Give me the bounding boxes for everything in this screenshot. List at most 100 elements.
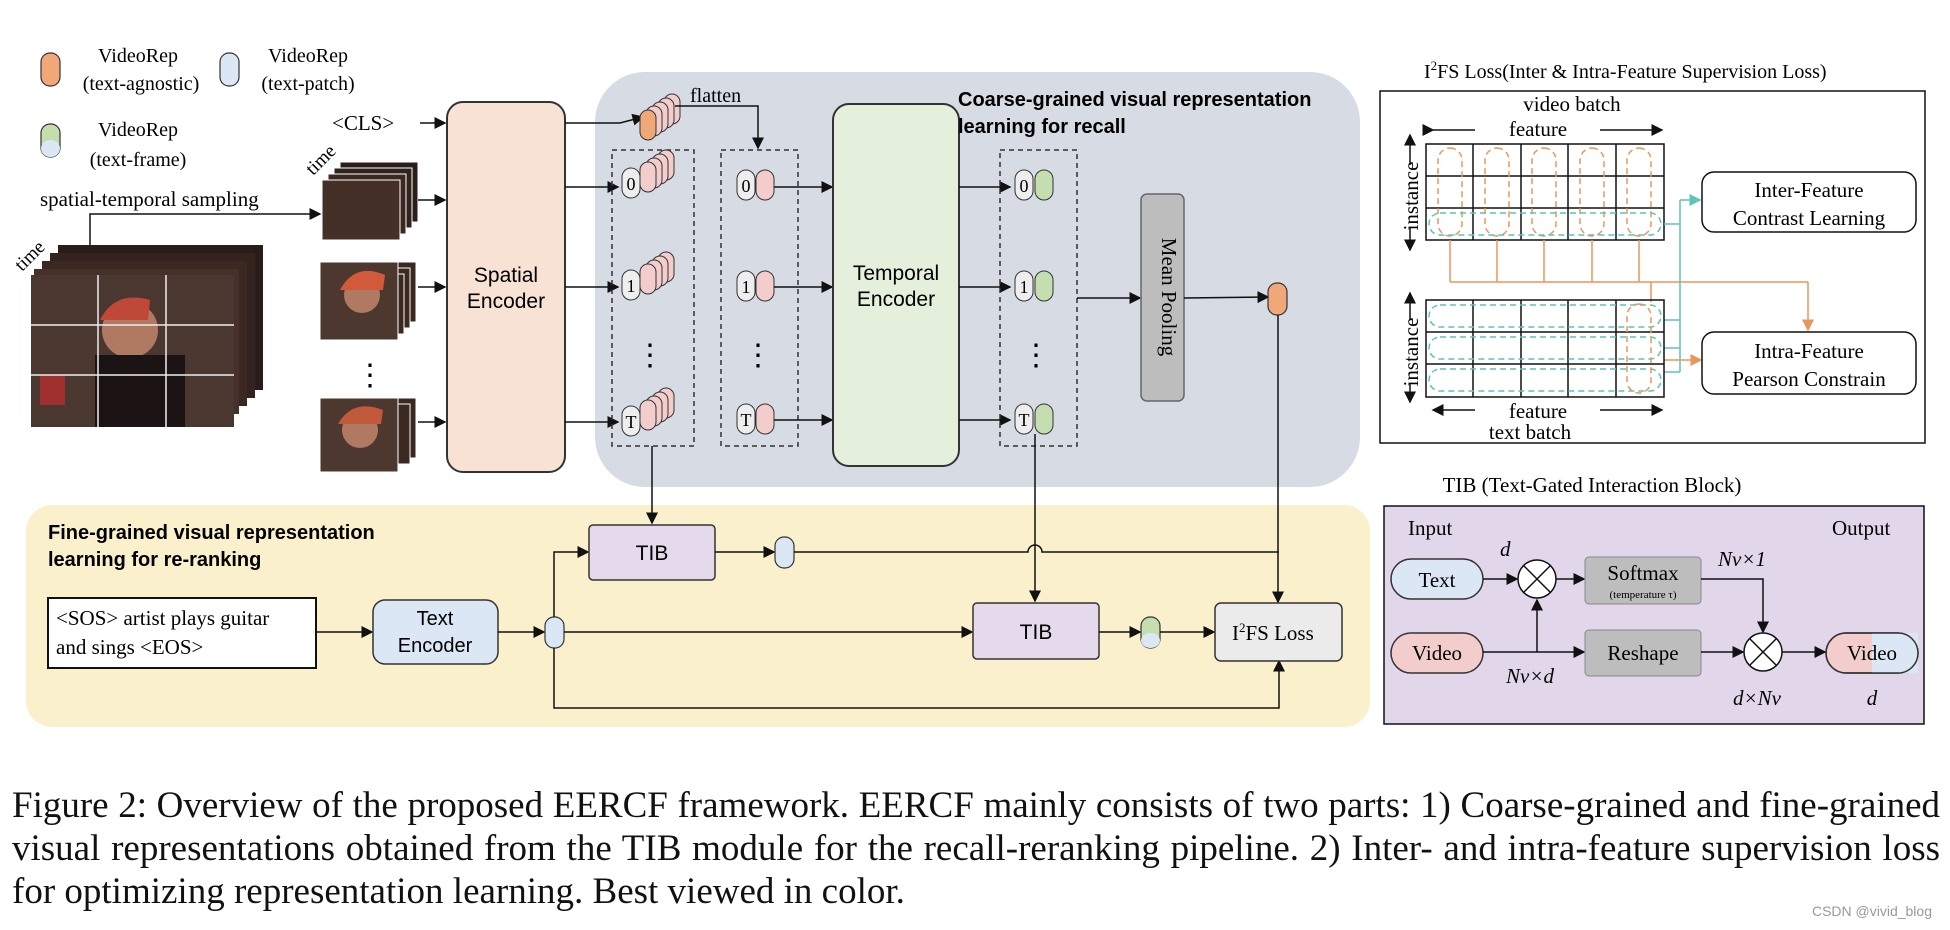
feature-label-top: feature: [1509, 117, 1567, 141]
coarse-region-title-line1: Coarse-grained visual representation: [958, 89, 1311, 111]
svg-text:⋮: ⋮: [743, 339, 773, 372]
tib-nvd-label: Nv×d: [1505, 664, 1554, 688]
patch-token-group: [611, 149, 695, 447]
instance-label-bottom: instance: [1399, 318, 1423, 387]
input-video-frames: [31, 245, 263, 427]
tib-video-input-label: Video: [1412, 641, 1462, 665]
svg-text:T: T: [741, 410, 752, 430]
sampled-frame-stack-1: [321, 161, 419, 241]
frame-pair-1: 1: [736, 270, 775, 302]
tib-label-1: TIB: [636, 542, 669, 565]
tib-d-out-label: d: [1867, 686, 1878, 710]
flatten-label: flatten: [690, 85, 741, 107]
spatial-encoder: [446, 101, 566, 473]
frame-token-group: [720, 149, 799, 447]
frame-pair-0: 0: [736, 169, 775, 201]
inter-feature-links: [1664, 194, 1703, 373]
inter-feature-box: [1701, 171, 1917, 233]
svg-text:0: 0: [627, 174, 636, 194]
svg-text:⋮: ⋮: [1021, 339, 1051, 372]
legend-agnostic-line1: VideoRep: [98, 45, 178, 67]
mean-pooling-label: Mean Pooling: [1157, 238, 1181, 357]
tib-text-input-label: Text: [1418, 568, 1455, 592]
watermark: CSDN @vivid_blog: [1811, 903, 1932, 919]
patch-stack-t: T: [621, 387, 675, 437]
legend-patch-line1: VideoRep: [268, 45, 348, 67]
legend-agnostic-line2: (text-agnostic): [83, 73, 200, 95]
i2fs-panel-title: I2FS Loss(Inter & Intra-Feature Supervis…: [1424, 58, 1827, 83]
text-input-box: [47, 597, 317, 669]
fine-region-title-line2: learning for re-ranking: [48, 549, 261, 571]
eercf-diagram: VideoRep (text-agnostic) VideoRep (text-…: [11, 45, 1926, 727]
inter-feature-line1: Inter-Feature: [1754, 178, 1863, 202]
instance-label-top: instance: [1399, 162, 1423, 231]
text-encoder-line1: Text: [417, 608, 454, 630]
i2fs-loss-box: [1214, 602, 1343, 662]
tib-d-label: d: [1500, 537, 1511, 561]
fine-region-title-line1: Fine-grained visual representation: [48, 522, 375, 544]
coarse-region-title-line2: learning for recall: [958, 116, 1126, 138]
tib-panel-title: TIB (Text-Gated Interaction Block): [1443, 473, 1742, 497]
agnostic-video-rep: [1267, 282, 1288, 316]
i2fs-loss-label: I2FS Loss: [1232, 620, 1314, 645]
frame-rep-0: 0: [1014, 169, 1054, 201]
flatten-arrow: [675, 105, 764, 150]
text-batch-grid: [1425, 299, 1665, 398]
tib-softmax: [1584, 556, 1702, 605]
frame-rep-1: 1: [1014, 270, 1054, 302]
frame-rep-t: T: [1014, 403, 1054, 435]
legend-frame-line1: VideoRep: [98, 119, 178, 141]
tib-dnv-label: d×Nv: [1733, 686, 1782, 710]
tib-video-input: [1390, 632, 1484, 674]
svg-text:T: T: [626, 412, 637, 432]
svg-text:T: T: [1019, 410, 1030, 430]
temporal-encoder-line2: Encoder: [857, 288, 935, 311]
patch-stack-1: 1: [621, 251, 675, 301]
legend-agnostic-swatch: [40, 52, 61, 87]
cls-token-label: <CLS>: [332, 111, 394, 135]
patch-text-rep: [774, 536, 795, 569]
tib-label-2: TIB: [1020, 621, 1053, 644]
frame-pair-t: T: [736, 403, 775, 435]
legend-patch-line2: (text-patch): [261, 73, 354, 95]
feature-label-bottom: feature: [1509, 399, 1567, 423]
svg-text:0: 0: [742, 176, 751, 196]
spatial-encoder-line2: Encoder: [467, 290, 545, 313]
text-input-line2: and sings <EOS>: [56, 635, 203, 659]
svg-text:0: 0: [1020, 176, 1029, 196]
inter-feature-line2: Contrast Learning: [1733, 206, 1886, 230]
intra-feature-line1: Intra-Feature: [1754, 339, 1864, 363]
tib-reshape: [1584, 629, 1702, 677]
fine-region-bg: [26, 505, 1370, 727]
tib-softmax-sub: (temperature τ): [1609, 589, 1676, 601]
legend: VideoRep (text-agnostic) VideoRep (text-…: [40, 45, 355, 171]
sampled-frame-stack-2: [319, 261, 417, 341]
legend-frame-swatch-inner: [41, 140, 60, 157]
temporal-encoder-line1: Temporal: [853, 262, 939, 285]
video-batch-grid: [1425, 143, 1665, 241]
text-input-line1: <SOS> artist plays guitar: [56, 606, 269, 630]
tib-reshape-label: Reshape: [1607, 641, 1678, 665]
svg-text:1: 1: [1020, 277, 1029, 297]
cls-patch-stack: [639, 93, 681, 141]
frame-stack-ellipsis: ⋮: [355, 359, 385, 392]
spatial-encoder-line1: Spatial: [474, 264, 538, 287]
tib-input-label: Input: [1408, 516, 1452, 540]
text-rep: [544, 616, 565, 649]
legend-frame-line2: (text-frame): [90, 149, 187, 171]
tib-video-output-label: Video: [1847, 641, 1897, 665]
svg-text:1: 1: [627, 276, 636, 296]
text-batch-label: text batch: [1489, 420, 1572, 444]
tib-block-2: [972, 602, 1100, 660]
intra-feature-box: [1701, 331, 1917, 395]
sampling-label: spatial-temporal sampling: [40, 187, 259, 211]
tib-nv1-label: Nv×1: [1717, 547, 1766, 571]
text-encoder-line2: Encoder: [398, 635, 473, 657]
tib-output-label: Output: [1832, 516, 1891, 540]
video-batch-label: video batch: [1523, 92, 1621, 116]
sampled-frame-stack-3: [319, 397, 417, 473]
tib-softmax-label: Softmax: [1607, 561, 1679, 585]
figure-caption: Figure 2: Overview of the proposed EERCF…: [12, 785, 1940, 912]
tib-panel: [1383, 505, 1925, 725]
intra-feature-line2: Pearson Constrain: [1732, 367, 1886, 391]
